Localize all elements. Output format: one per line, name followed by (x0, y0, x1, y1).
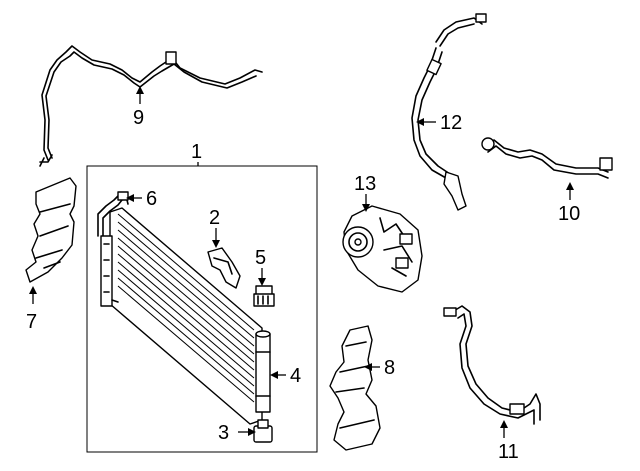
part-5-cap[interactable] (253, 285, 275, 307)
callout-8: 8 (384, 357, 395, 379)
callout-4: 4 (290, 365, 301, 387)
part-4-receiver-drier[interactable] (255, 330, 271, 413)
part-12-hose[interactable] (411, 13, 487, 211)
part-6-pipe[interactable] (97, 191, 129, 239)
group-box (86, 165, 318, 453)
part-11-hose[interactable] (443, 305, 541, 425)
callout-11: 11 (498, 441, 519, 463)
callout-2: 2 (209, 207, 220, 229)
part-3-clip[interactable] (253, 419, 273, 443)
part-9-hose[interactable] (39, 45, 263, 167)
part-7-air-guide[interactable] (25, 177, 77, 283)
callout-3: 3 (218, 422, 229, 444)
part-13-compressor[interactable] (342, 205, 423, 293)
callout-1: 1 (191, 141, 202, 163)
part-2-bracket[interactable] (207, 247, 241, 289)
part-8-air-guide[interactable] (329, 325, 381, 451)
callout-leaders (29, 86, 574, 438)
part-10-pipe[interactable] (481, 137, 613, 179)
callout-6: 6 (146, 188, 157, 210)
part-1-condenser[interactable] (100, 207, 263, 425)
callout-7: 7 (26, 311, 37, 333)
callout-9: 9 (133, 107, 144, 129)
callout-labels: 1 2 3 4 5 6 7 8 9 10 11 12 13 (26, 107, 580, 463)
condenser-assembly-group (86, 162, 318, 453)
callout-5: 5 (255, 247, 266, 269)
callout-13: 13 (354, 173, 376, 195)
callout-12: 12 (440, 112, 462, 134)
callout-10: 10 (558, 203, 580, 225)
